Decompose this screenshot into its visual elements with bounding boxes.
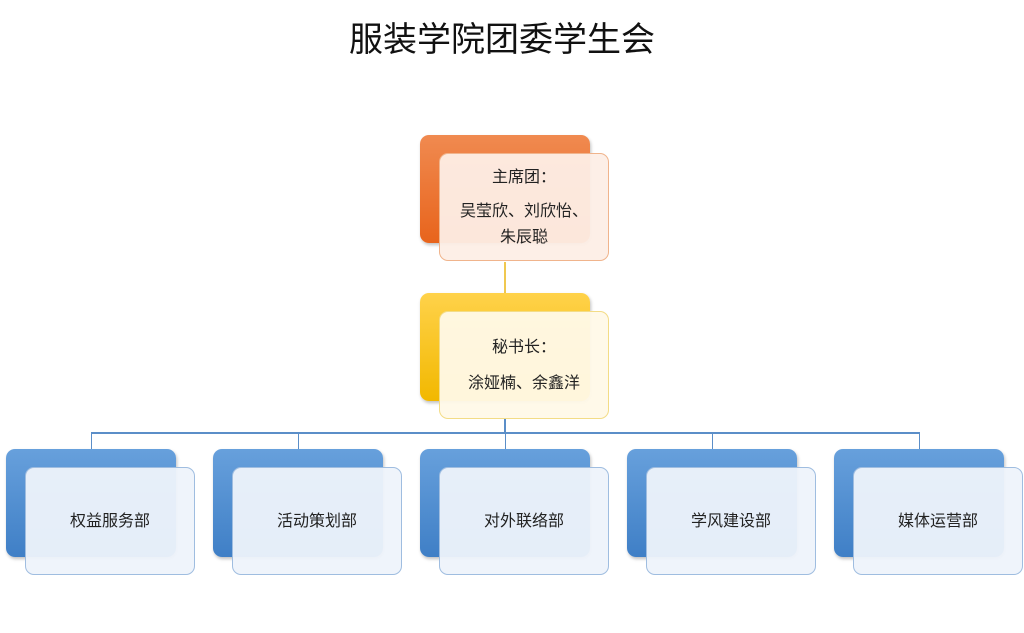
secretary-role: 秘书长： bbox=[491, 337, 556, 356]
presidium-role: 主席团： bbox=[491, 167, 556, 186]
connector-line bbox=[712, 433, 713, 449]
department-node: 媒体运营部 bbox=[853, 467, 1023, 575]
department-label: 媒体运营部 bbox=[897, 511, 978, 530]
secretary-node: 秘书长： 涂娅楠、余鑫洋 bbox=[439, 311, 609, 419]
secretary-names: 涂娅楠、余鑫洋 bbox=[467, 373, 580, 392]
presidium-node: 主席团： 吴莹欣、刘欣怡、 朱辰聪 bbox=[439, 153, 609, 261]
presidium-names: 朱辰聪 bbox=[499, 227, 548, 246]
connector-line bbox=[505, 433, 506, 449]
connector-line bbox=[298, 433, 299, 449]
department-label: 权益服务部 bbox=[69, 511, 150, 530]
connector-line bbox=[504, 262, 506, 293]
connector-line bbox=[504, 418, 506, 433]
department-node: 活动策划部 bbox=[232, 467, 402, 575]
page-title: 服装学院团委学生会 bbox=[349, 20, 655, 60]
department-node: 学风建设部 bbox=[646, 467, 816, 575]
department-label: 活动策划部 bbox=[276, 511, 357, 530]
connector-line bbox=[919, 433, 920, 449]
department-node: 权益服务部 bbox=[25, 467, 195, 575]
connector-line bbox=[91, 433, 92, 449]
department-label: 学风建设部 bbox=[690, 511, 771, 530]
department-label: 对外联络部 bbox=[483, 511, 564, 530]
department-node: 对外联络部 bbox=[439, 467, 609, 575]
presidium-names: 吴莹欣、刘欣怡、 bbox=[459, 201, 588, 220]
